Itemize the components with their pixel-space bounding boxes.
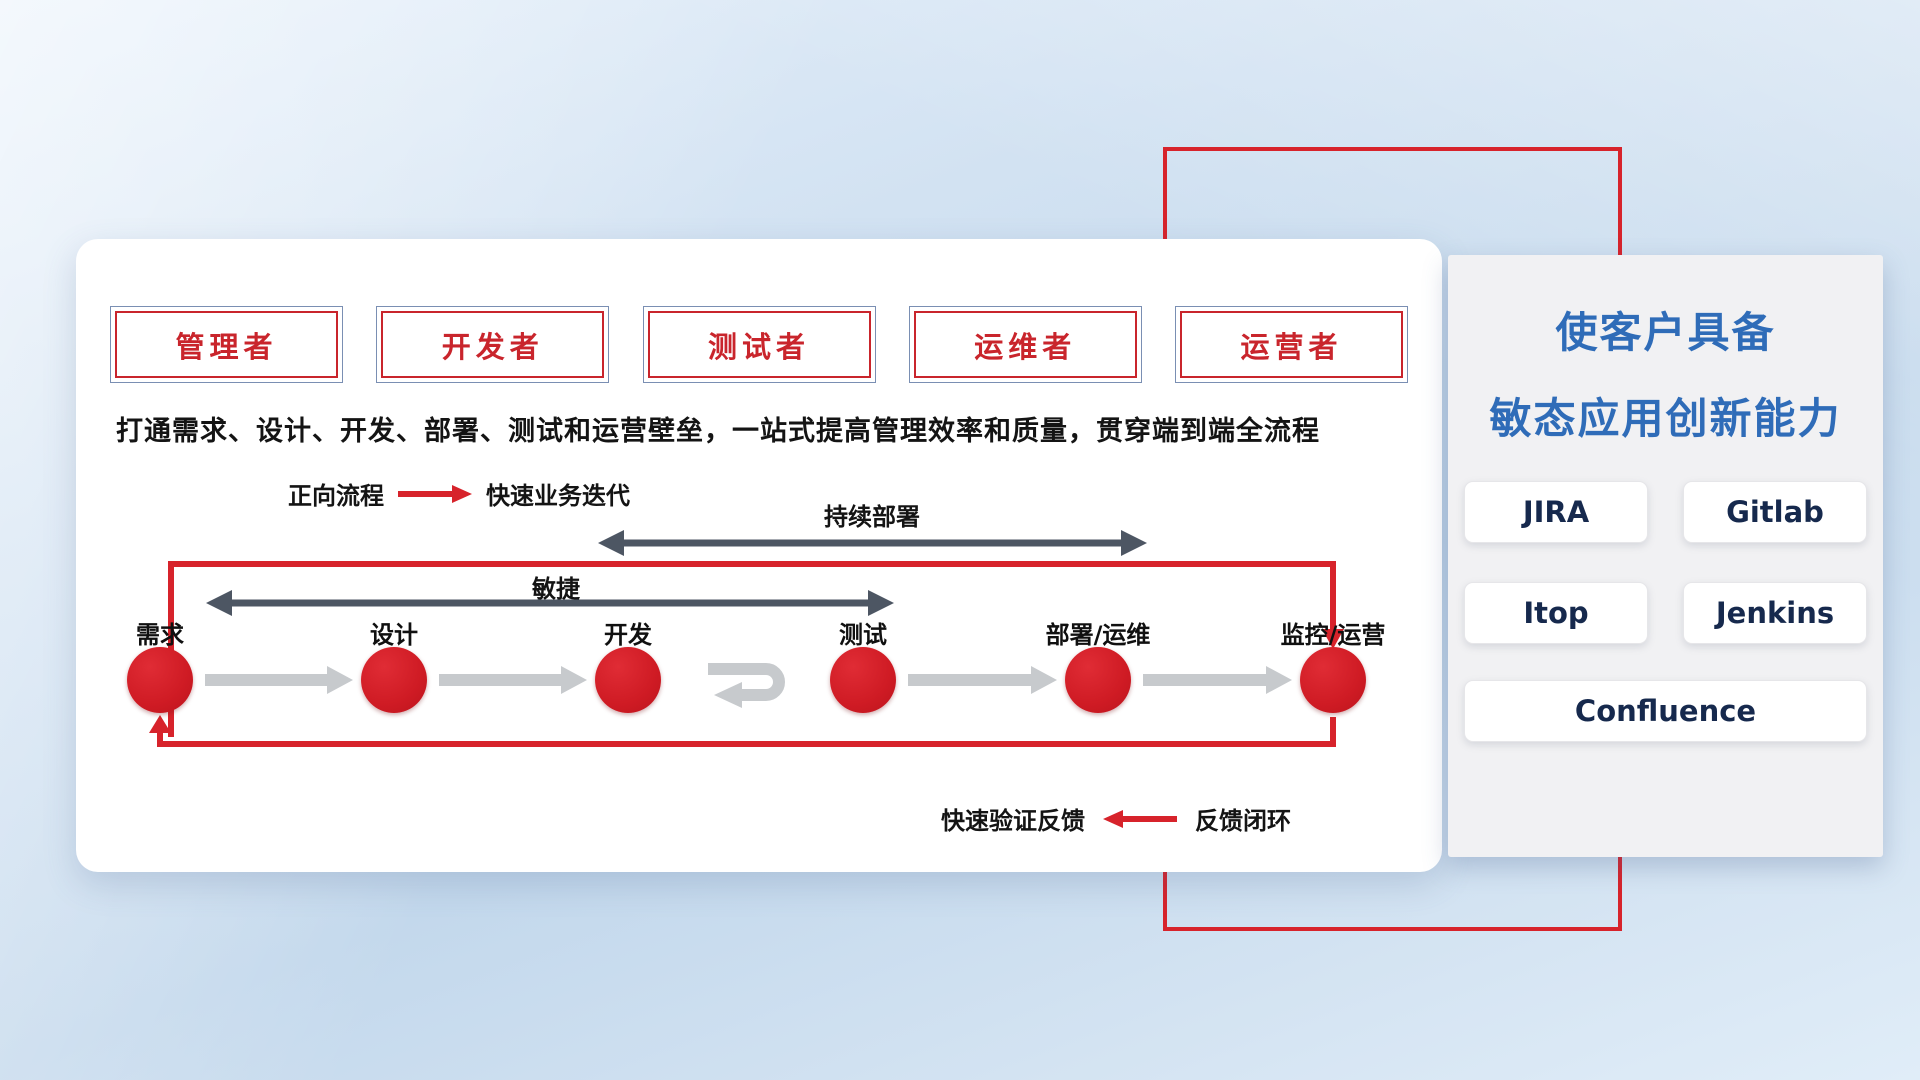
tool-badge-jenkins: Jenkins [1683, 582, 1867, 644]
tool-badge-jira: JIRA [1464, 481, 1648, 543]
role-box-developer: 开发者 [376, 306, 610, 383]
red-feedback-loop-line [157, 717, 1336, 747]
legend-feedback-value: 反馈闭环 [1195, 807, 1291, 835]
legend-forward-value: 快速业务迭代 [486, 482, 630, 510]
capability-panel: 使客户具备 敏态应用创新能力 JIRA Gitlab Itop Jenkins … [1448, 255, 1883, 857]
feedback-red-arrow-icon [1103, 809, 1177, 828]
flow-node-circle-deploy-ops [1065, 647, 1131, 713]
flow-node-label-design: 设计 [370, 621, 418, 649]
legend-feedback-label: 快速验证反馈 [941, 807, 1085, 835]
flow-node-circle-requirement [127, 647, 193, 713]
flow-connectors [149, 530, 1344, 747]
flow-node-circle-develop [595, 647, 661, 713]
flow-node-circle-monitor-ops [1300, 647, 1366, 713]
gray-flow-arrows [205, 666, 1292, 694]
legend-feedback: 快速验证反馈 反馈闭环 [941, 801, 1291, 836]
role-box-operator: 运维者 [908, 306, 1142, 383]
agile-label: 敏捷 [532, 575, 580, 603]
panel-title-line2: 敏态应用创新能力 [1489, 394, 1842, 443]
role-label: 测试者 [647, 311, 871, 378]
legend-forward-label: 正向流程 [288, 482, 384, 510]
role-label: 管理者 [115, 311, 338, 378]
tool-badge-confluence: Confluence [1464, 680, 1867, 742]
role-box-manager: 管理者 [110, 306, 343, 383]
red-loop-arrowheads [149, 629, 1344, 733]
iteration-loop-icon [708, 663, 785, 708]
agile-double-arrow-icon [206, 590, 894, 616]
flow-node-circle-design [361, 647, 427, 713]
flow-node-circle-test [830, 647, 896, 713]
flow-node-label-monitor-ops: 监控/运营 [1280, 621, 1386, 649]
continuous-deploy-label: 持续部署 [824, 503, 920, 531]
continuous-deploy-double-arrow-icon [598, 530, 1147, 556]
forward-red-arrow-icon [398, 484, 472, 503]
role-box-business-operator: 运营者 [1175, 306, 1408, 383]
tool-badge-itop: Itop [1464, 582, 1648, 644]
roles-row: 管理者 开发者 测试者 运维者 运营者 [110, 306, 1408, 383]
card-subtitle: 打通需求、设计、开发、部署、测试和运营壁垒，一站式提高管理效率和质量，贯穿端到端… [116, 416, 1320, 447]
role-label: 开发者 [381, 311, 605, 378]
flow-node-label-deploy-ops: 部署/运维 [1045, 621, 1151, 649]
role-box-tester: 测试者 [642, 306, 876, 383]
panel-title-line1: 使客户具备 [1555, 308, 1776, 357]
red-forward-loop-line [168, 561, 1336, 737]
flow-node-label-develop: 开发 [604, 621, 652, 649]
devops-process-card: 管理者 开发者 测试者 运维者 运营者 打通需求、设计、开发、部署、测试和运营壁… [76, 239, 1442, 872]
tool-badge-gitlab: Gitlab [1683, 481, 1867, 543]
legend-forward: 正向流程 快速业务迭代 [288, 476, 630, 511]
role-label: 运维者 [913, 311, 1137, 378]
flow-node-label-test: 测试 [839, 621, 887, 649]
flow-node-label-requirement: 需求 [136, 621, 184, 649]
role-label: 运营者 [1180, 311, 1403, 378]
